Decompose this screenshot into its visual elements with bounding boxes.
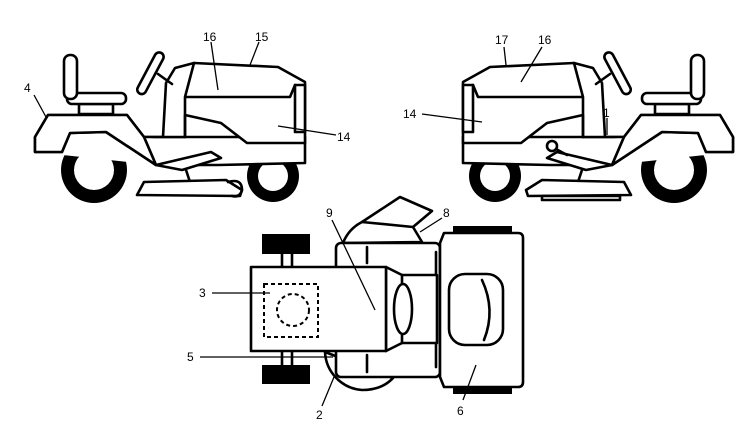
label-6: 6 <box>457 404 464 418</box>
mower-deck <box>135 178 244 198</box>
discharge-chute <box>341 195 434 245</box>
seat-outline <box>263 283 319 338</box>
seat-post <box>77 102 115 116</box>
leader-lines <box>33 41 608 407</box>
pedal <box>154 150 223 172</box>
label-16-left: 16 <box>203 30 217 44</box>
label-4: 4 <box>24 81 31 95</box>
part-labels: 4 16 15 14 17 16 14 1 9 8 3 5 2 6 <box>24 30 610 422</box>
tractor-right-side-view <box>461 49 735 205</box>
grille <box>293 83 307 134</box>
label-17: 17 <box>495 33 509 47</box>
choke-knob <box>545 139 569 157</box>
rear-wheel-top <box>262 234 310 254</box>
chute-loop <box>226 179 244 198</box>
label-15: 15 <box>255 30 269 44</box>
steering-wheel-top <box>392 282 414 336</box>
front-wheel-top <box>453 226 512 234</box>
label-9: 9 <box>326 206 333 220</box>
tractor-top-view <box>249 195 525 394</box>
steering-shaft <box>156 72 174 86</box>
label-14-left: 14 <box>337 130 351 144</box>
label-3: 3 <box>199 286 206 300</box>
label-1: 1 <box>603 106 610 120</box>
tractor-left-side-view <box>33 51 307 203</box>
label-2: 2 <box>316 408 323 422</box>
label-16-right: 16 <box>538 33 552 47</box>
label-5: 5 <box>187 350 194 364</box>
front-grille-top <box>447 272 505 347</box>
rear-wheel-bottom <box>262 365 310 384</box>
front-wheel-bottom <box>453 386 512 394</box>
seat-back <box>62 53 79 101</box>
label-8: 8 <box>443 206 450 220</box>
steering-wheel <box>135 51 165 96</box>
label-14-right: 14 <box>403 107 417 121</box>
deck-plate <box>540 194 622 202</box>
